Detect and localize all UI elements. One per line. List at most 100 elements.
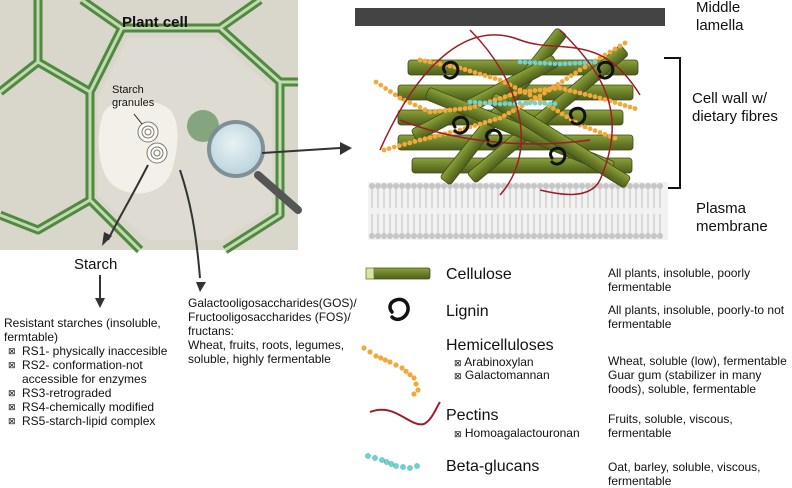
bead bbox=[407, 100, 413, 106]
pectin-legend-icon bbox=[369, 401, 441, 426]
bead bbox=[573, 233, 579, 239]
bead bbox=[550, 105, 556, 111]
bead bbox=[609, 183, 615, 189]
bead bbox=[561, 233, 567, 239]
bead bbox=[537, 87, 543, 93]
middle-lamella-bar bbox=[355, 8, 665, 26]
legend-lignin-name: Lignin bbox=[446, 303, 489, 320]
bead bbox=[557, 61, 563, 67]
bead bbox=[393, 362, 399, 368]
bead bbox=[412, 139, 418, 144]
bead bbox=[609, 233, 615, 239]
bead bbox=[411, 183, 417, 189]
plasma-membrane-label: Plasma membrane bbox=[696, 200, 768, 235]
bead bbox=[537, 93, 543, 99]
bead bbox=[582, 91, 588, 97]
bead bbox=[407, 372, 413, 378]
bead bbox=[542, 90, 547, 96]
bead bbox=[472, 70, 478, 75]
bead bbox=[572, 89, 578, 95]
resistant-starch-list: ⊠ RS1- physically inaccesible ⊠ RS2- con… bbox=[4, 344, 184, 428]
bead bbox=[564, 76, 570, 82]
bead bbox=[412, 102, 418, 108]
bead bbox=[471, 183, 477, 189]
cellulose-fibres bbox=[397, 28, 639, 188]
bead bbox=[612, 100, 618, 105]
middle-lamella-label: Middle lamella bbox=[696, 0, 744, 34]
bead bbox=[502, 101, 508, 107]
bead bbox=[422, 136, 428, 142]
bead bbox=[585, 183, 591, 189]
bead bbox=[592, 60, 598, 65]
organelle bbox=[187, 110, 219, 142]
bead bbox=[467, 68, 473, 74]
bead bbox=[527, 88, 533, 94]
bullet-icon: ⊠ bbox=[8, 416, 16, 426]
legend-cellulose-desc: All plants, insoluble, poorly fermentabl… bbox=[608, 266, 751, 294]
lignin-curls bbox=[442, 60, 615, 166]
bead bbox=[492, 117, 498, 122]
bead bbox=[427, 109, 433, 115]
bead bbox=[365, 453, 371, 459]
bead bbox=[557, 85, 563, 91]
bead bbox=[522, 60, 528, 65]
bead bbox=[627, 104, 633, 110]
bead bbox=[532, 88, 538, 93]
bead bbox=[447, 130, 453, 135]
bead bbox=[457, 106, 463, 112]
bead bbox=[550, 84, 556, 90]
bead bbox=[375, 233, 381, 239]
bead bbox=[506, 110, 512, 116]
vacuole bbox=[98, 99, 178, 194]
bead bbox=[393, 183, 399, 189]
bead bbox=[495, 233, 501, 239]
bead bbox=[527, 92, 533, 98]
cellulose-legend-icon bbox=[365, 267, 431, 280]
bead bbox=[482, 100, 488, 106]
bead bbox=[579, 183, 585, 189]
bead bbox=[472, 123, 478, 128]
bead bbox=[427, 135, 433, 140]
bead bbox=[386, 146, 392, 152]
bead bbox=[522, 100, 528, 106]
bead bbox=[391, 144, 397, 150]
bead bbox=[397, 95, 403, 101]
starch-granules-label: Starch granules bbox=[112, 84, 155, 109]
bead bbox=[423, 233, 429, 239]
bead bbox=[417, 233, 423, 239]
bead bbox=[429, 233, 435, 239]
bead bbox=[517, 101, 523, 106]
bead bbox=[633, 183, 639, 189]
bead bbox=[657, 233, 663, 239]
bead bbox=[552, 101, 558, 107]
bead bbox=[597, 130, 603, 135]
bullet-icon: ⊠ bbox=[8, 346, 16, 356]
bead bbox=[543, 183, 549, 189]
bead bbox=[405, 233, 411, 239]
bead bbox=[393, 233, 399, 239]
cell-wall-illustration bbox=[355, 8, 681, 240]
bead bbox=[459, 183, 465, 189]
bead bbox=[472, 100, 478, 105]
bead bbox=[513, 233, 519, 239]
bead bbox=[369, 233, 375, 239]
bead bbox=[462, 106, 468, 111]
bead bbox=[567, 88, 573, 93]
list-item: ⊠ RS4-chemically modified bbox=[8, 400, 155, 414]
bead bbox=[388, 461, 395, 467]
bead bbox=[437, 108, 443, 114]
bead bbox=[417, 183, 423, 189]
bead bbox=[587, 126, 593, 132]
bead bbox=[501, 233, 507, 239]
bead bbox=[387, 359, 393, 365]
bead bbox=[507, 92, 513, 98]
bead bbox=[417, 137, 423, 143]
bead bbox=[573, 70, 578, 76]
bead bbox=[592, 94, 598, 100]
legend-galactomannan-desc: Guar gum (stabilizer in many foods), sol… bbox=[608, 368, 762, 396]
bead bbox=[627, 183, 633, 189]
bead bbox=[591, 183, 597, 189]
bead bbox=[487, 101, 493, 106]
bead bbox=[537, 101, 543, 106]
